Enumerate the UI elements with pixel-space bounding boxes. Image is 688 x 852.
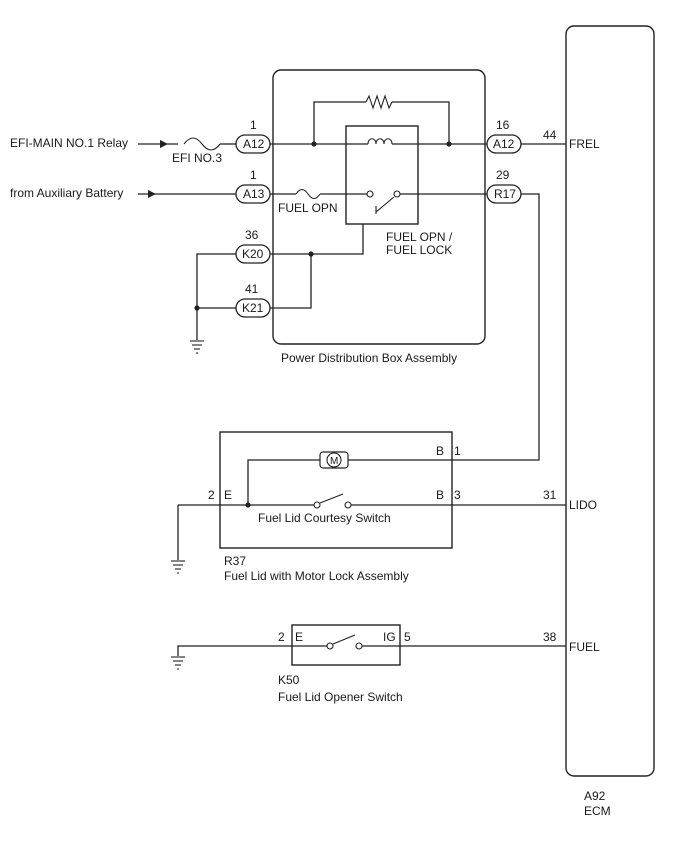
connector-a12-in-pin: 1 <box>250 118 257 132</box>
ecm-terminal-fuel-pin: 38 <box>543 630 557 644</box>
motor-b-top-letter: B <box>436 444 444 458</box>
motor-b-bot-num: 3 <box>454 488 461 502</box>
efi-main-label: EFI-MAIN NO.1 Relay <box>10 136 128 150</box>
courtesy-switch-contact <box>313 501 321 509</box>
courtesy-switch-blade <box>319 493 344 504</box>
relay-contact <box>366 190 374 198</box>
relay-label-line1: FUEL OPN / <box>386 230 453 244</box>
fuel-lid-motor-code: R37 <box>224 554 246 568</box>
resistor-branch-wire <box>313 101 366 144</box>
opener-switch-box <box>291 624 401 666</box>
relay-label-line2: FUEL LOCK <box>386 243 452 257</box>
resistor-branch-wire <box>392 101 450 144</box>
opener-switch-contact <box>355 642 363 650</box>
pdb-box <box>272 69 486 345</box>
opener-e-num: 2 <box>278 630 285 644</box>
connector-a12-in-code: A12 <box>243 137 265 151</box>
fuel-opn-fuse-symbol <box>295 188 321 200</box>
relay-to-k20-wire <box>311 224 364 255</box>
opener-switch-contact <box>326 642 334 650</box>
opener-ground-wire <box>177 645 327 656</box>
motor-symbol-text: M <box>330 456 338 467</box>
motor-b-top-num: 1 <box>454 444 461 458</box>
ground-icon <box>171 656 185 670</box>
aux-battery-arrow <box>148 190 156 198</box>
junction-dot <box>194 305 200 311</box>
relay-switch-blade <box>375 196 395 213</box>
ecm-terminal-lido-pin: 31 <box>543 488 557 502</box>
relay-box <box>345 125 419 225</box>
ecm-terminal-frel-pin: 44 <box>543 128 557 142</box>
connector-a13-code: A13 <box>243 187 265 201</box>
connector-r17-pin: 29 <box>496 168 510 182</box>
k21-internal-wire <box>270 254 312 309</box>
efi-no3-label: EFI NO.3 <box>172 151 222 165</box>
resistor-symbol <box>365 94 393 110</box>
ground-icon <box>190 340 204 354</box>
connector-k21-pin: 41 <box>245 282 259 296</box>
junction-dot <box>245 502 251 508</box>
r17-motor-wire <box>452 193 540 461</box>
opener-ig-num: 5 <box>404 630 411 644</box>
opener-e-letter: E <box>295 630 303 644</box>
motor-e-num: 2 <box>208 488 215 502</box>
ecm-terminal-lido-label: LIDO <box>569 498 597 512</box>
fuel-opn-label: FUEL OPN <box>278 201 338 215</box>
connector-r17-code: R17 <box>494 187 516 201</box>
motor-b-bot-letter: B <box>436 488 444 502</box>
relay-contact <box>393 190 401 198</box>
motor-e-letter: E <box>224 488 232 502</box>
k20-ground-wire <box>196 253 236 340</box>
opener-ig-letter: IG <box>383 630 396 644</box>
ecm-code: A92 <box>584 789 606 803</box>
pdb-name: Power Distribution Box Assembly <box>281 351 457 365</box>
opener-switch-code: K50 <box>278 673 300 687</box>
ecm-terminal-fuel-label: FUEL <box>569 640 600 654</box>
fuel-lid-motor-name: Fuel Lid with Motor Lock Assembly <box>224 569 409 583</box>
connector-a12-out-pin: 16 <box>496 118 510 132</box>
connector-k20-pin: 36 <box>245 228 259 242</box>
ecm-name: ECM <box>584 804 611 818</box>
efi-no3-fuse-symbol <box>183 137 221 151</box>
aux-battery-label: from Auxiliary Battery <box>10 186 123 200</box>
relay-coil-symbol <box>367 138 393 145</box>
ecm-terminal-frel-label: FREL <box>569 137 600 151</box>
courtesy-switch-contact <box>344 501 352 509</box>
motor-wire <box>247 459 320 505</box>
opener-switch-blade <box>332 634 356 645</box>
connector-k21-code: K21 <box>242 301 264 315</box>
fuel-lid-motor-box <box>219 431 453 549</box>
connector-a13-pin: 1 <box>250 168 257 182</box>
courtesy-switch-label: Fuel Lid Courtesy Switch <box>258 511 391 525</box>
opener-switch-name: Fuel Lid Opener Switch <box>278 690 403 704</box>
motor-icon <box>326 452 342 468</box>
connector-k20-code: K20 <box>242 247 264 261</box>
ground-icon <box>171 560 185 574</box>
efi-main-arrow <box>160 140 168 148</box>
connector-a12-out-code: A12 <box>493 137 515 151</box>
ecm-box <box>565 25 655 777</box>
